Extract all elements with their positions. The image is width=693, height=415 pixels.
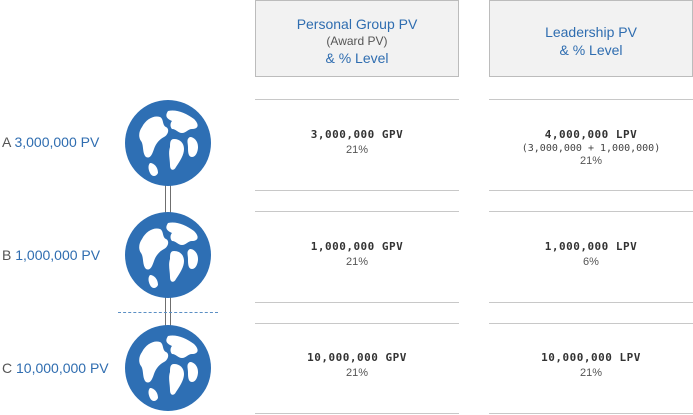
gpv-value: 10,000,000 GPV xyxy=(307,351,407,364)
header-title: Leadership PV xyxy=(545,24,637,40)
divider xyxy=(489,99,693,100)
personal-cell-a: 3,000,000 GPV 21% xyxy=(255,128,459,156)
row-pv: 10,000,000 PV xyxy=(16,360,109,376)
header-level: & % Level xyxy=(325,50,389,66)
divider xyxy=(489,323,693,324)
globe-icon xyxy=(125,100,211,186)
row-pv: 3,000,000 PV xyxy=(14,134,100,150)
gpv-value: 1,000,000 GPV xyxy=(310,240,404,253)
row-letter: B xyxy=(2,247,12,263)
divider xyxy=(489,302,693,303)
leadership-cell-b: 1,000,000 LPV 6% xyxy=(489,240,693,268)
percent-level: 6% xyxy=(583,256,599,268)
divider xyxy=(489,190,693,191)
divider xyxy=(489,211,693,212)
row-pv: 1,000,000 PV xyxy=(15,247,101,263)
globe-icon xyxy=(125,325,211,411)
percent-level: 21% xyxy=(345,367,369,379)
connector-line xyxy=(165,296,171,330)
globe-icon xyxy=(125,212,211,298)
lpv-detail: (3,000,000 + 1,000,000) xyxy=(521,143,661,154)
row-letter: C xyxy=(2,360,13,376)
header-title: Personal Group PV xyxy=(296,16,418,32)
percent-level: 21% xyxy=(345,256,369,268)
lpv-value: 1,000,000 LPV xyxy=(544,240,638,253)
lpv-value: 4,000,000 LPV xyxy=(544,128,638,141)
connector-line xyxy=(165,184,171,218)
divider xyxy=(255,302,459,303)
divider xyxy=(489,413,693,414)
personal-cell-b: 1,000,000 GPV 21% xyxy=(255,240,459,268)
gpv-value: 3,000,000 GPV xyxy=(310,128,404,141)
dashed-separator xyxy=(118,312,218,313)
leadership-pv-header: Leadership PV & % Level xyxy=(489,0,693,77)
divider xyxy=(255,211,459,212)
row-letter: A xyxy=(2,134,11,150)
row-label-a: A 3,000,000 PV xyxy=(2,134,99,150)
row-label-c: C 10,000,000 PV xyxy=(2,360,109,376)
percent-level: 21% xyxy=(579,155,603,167)
header-level: & % Level xyxy=(559,42,623,58)
leadership-cell-a: 4,000,000 LPV (3,000,000 + 1,000,000) 21… xyxy=(489,128,693,167)
leadership-cell-c: 10,000,000 LPV 21% xyxy=(489,351,693,379)
header-subtitle: (Award PV) xyxy=(326,34,388,48)
personal-group-pv-header: Personal Group PV (Award PV) & % Level xyxy=(255,0,459,77)
row-label-b: B 1,000,000 PV xyxy=(2,247,100,263)
divider xyxy=(255,323,459,324)
divider xyxy=(255,413,459,414)
divider xyxy=(255,99,459,100)
percent-level: 21% xyxy=(345,144,369,156)
personal-cell-c: 10,000,000 GPV 21% xyxy=(255,351,459,379)
lpv-value: 10,000,000 LPV xyxy=(541,351,641,364)
percent-level: 21% xyxy=(579,367,603,379)
divider xyxy=(255,190,459,191)
